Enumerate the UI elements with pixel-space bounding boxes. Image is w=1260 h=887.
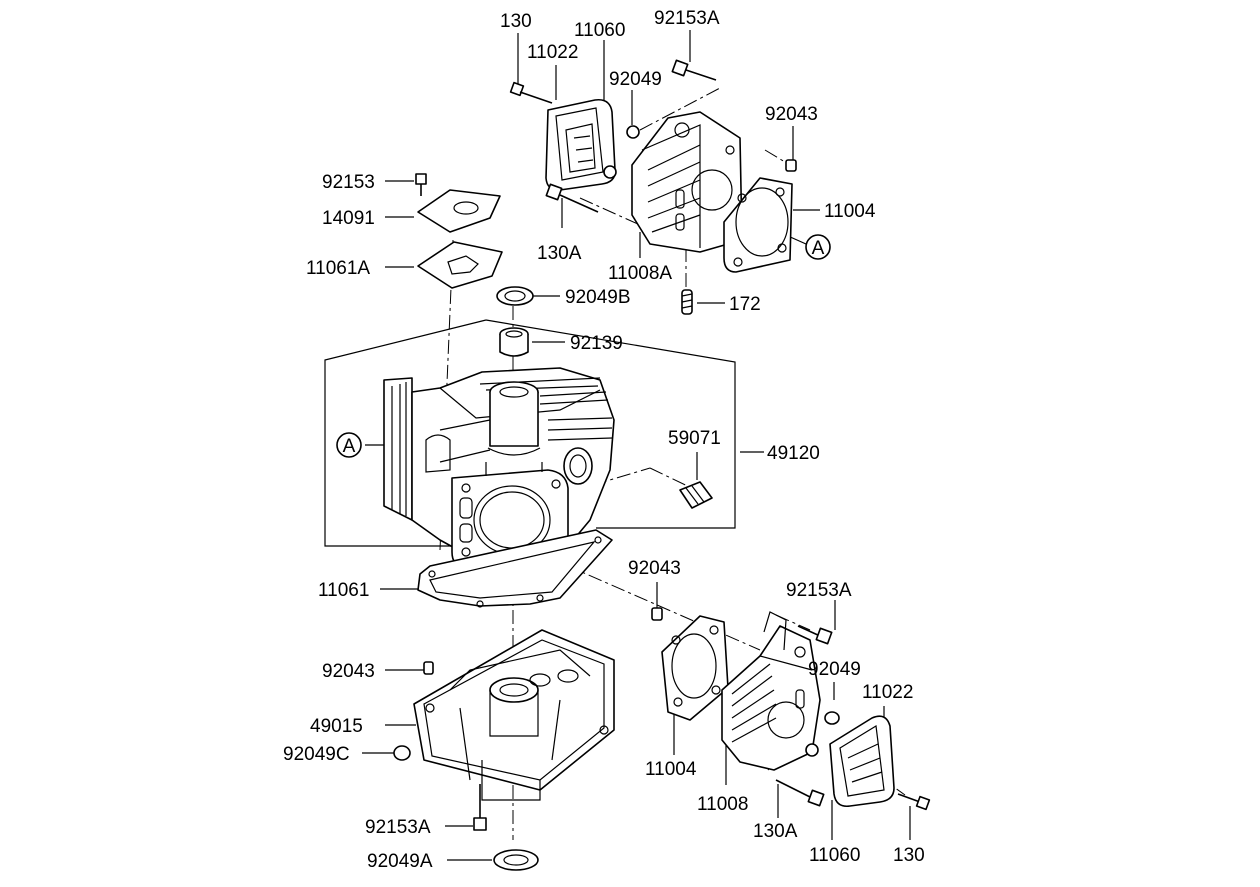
pin-92043-top — [785, 159, 797, 172]
pin-92043-mid — [651, 607, 663, 621]
label-130A-bottom: 130A — [753, 821, 798, 842]
breather-valve-59071 — [679, 481, 713, 509]
label-92049A: 92049A — [367, 851, 433, 872]
breather-cover-14091 — [417, 189, 501, 233]
label-92153A-top: 92153A — [654, 8, 720, 29]
duct-cover-bottom — [829, 715, 895, 808]
bolt-130-bottom — [897, 793, 931, 811]
label-92043-top: 92043 — [765, 104, 818, 125]
label-11022-right: 11022 — [862, 682, 913, 703]
bolt-130-top — [509, 81, 553, 104]
nut-92049-right — [824, 711, 840, 725]
marker-a-right: A — [805, 234, 831, 260]
top-duct-cover — [545, 98, 616, 191]
label-92049-top: 92049 — [609, 69, 662, 90]
label-92153A-right: 92153A — [786, 580, 852, 601]
marker-a-right-text: A — [812, 238, 825, 259]
label-11004-bottom: 11004 — [645, 759, 697, 780]
label-92049C: 92049C — [283, 744, 350, 765]
nut-92049-top-2 — [603, 165, 617, 179]
label-130-bottom: 130 — [893, 845, 925, 866]
plug-92049C — [393, 745, 411, 761]
breather-gasket-11061A — [417, 241, 503, 289]
label-11061: 11061 — [318, 580, 369, 601]
label-49120: 49120 — [767, 443, 820, 464]
label-92153: 92153 — [322, 172, 375, 193]
label-11008A: 11008A — [608, 263, 672, 284]
label-11060-bottom: 11060 — [809, 845, 860, 866]
label-172: 172 — [729, 294, 761, 315]
nut-92049-right-2 — [805, 743, 819, 757]
label-92043-mid: 92043 — [628, 558, 681, 579]
bolt-130A-top — [545, 183, 599, 213]
bolt-92153A-bottom — [473, 784, 487, 831]
bushing-92139 — [499, 327, 529, 357]
bolt-130A-bottom — [775, 779, 825, 807]
crankcase-gasket-11061 — [417, 529, 613, 608]
label-92139: 92139 — [570, 333, 623, 354]
label-11008: 11008 — [697, 794, 748, 815]
oil-seal-92049A — [493, 849, 539, 871]
cylinder-head-bottom — [721, 611, 821, 771]
part-labels: 130 11022 11060 92153A 92049 92043 92153… — [283, 8, 925, 872]
nut-92049-top — [626, 125, 640, 139]
screw-92153 — [415, 173, 427, 196]
label-130A-top: 130A — [537, 243, 582, 264]
head-gasket-top — [723, 177, 793, 273]
label-92049B: 92049B — [565, 287, 631, 308]
label-11004-top: 11004 — [824, 201, 876, 222]
label-11022-top: 11022 — [527, 42, 578, 63]
label-14091: 14091 — [322, 208, 375, 229]
label-92153A-bottom: 92153A — [365, 817, 431, 838]
label-11060-top: 11060 — [574, 20, 625, 41]
crankcase-cover-49015 — [413, 629, 615, 801]
bolt-92153A-top — [671, 59, 717, 81]
marker-a-left: A — [336, 432, 362, 458]
pin-92043-left — [423, 661, 434, 675]
label-59071: 59071 — [668, 428, 721, 449]
spring-172 — [681, 289, 693, 315]
label-92043-left: 92043 — [322, 661, 375, 682]
head-gasket-bottom — [661, 615, 729, 721]
label-11061A: 11061A — [306, 258, 370, 279]
label-92049-right: 92049 — [808, 659, 861, 680]
marker-a-left-text: A — [343, 436, 356, 457]
label-130-top: 130 — [500, 11, 532, 32]
label-49015: 49015 — [310, 716, 363, 737]
bolt-92153A-right — [797, 625, 833, 645]
oil-seal-92049B — [496, 286, 534, 306]
